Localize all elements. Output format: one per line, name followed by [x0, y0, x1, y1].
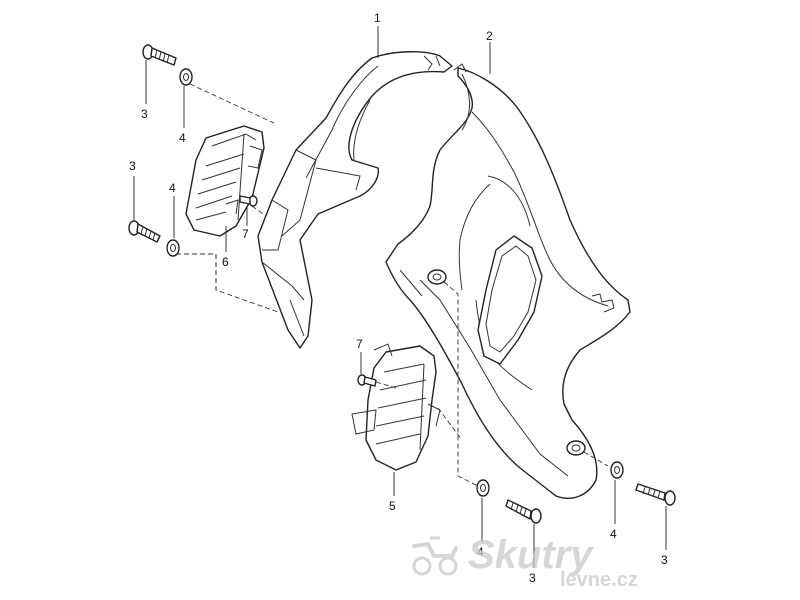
screw-7-lower — [357, 374, 377, 387]
callout-3-mid-left: 3 — [129, 159, 136, 173]
assembly-lines — [176, 83, 609, 487]
part-2-right-cover — [385, 63, 631, 499]
callout-7-lower: 7 — [356, 337, 363, 351]
screw-3-mid-left — [128, 220, 161, 243]
callout-5: 5 — [389, 499, 396, 513]
leader-lines — [133, 26, 667, 568]
callout-1: 1 — [374, 11, 381, 25]
callout-4-lower-right: 4 — [610, 527, 617, 541]
callout-4-upper-left: 4 — [179, 131, 186, 145]
screw-7-upper — [239, 195, 258, 207]
callout-labels: 1 2 3 4 3 4 7 6 7 5 4 3 4 3 — [129, 11, 668, 585]
watermark-domain: levne.cz — [560, 569, 638, 591]
callout-6: 6 — [222, 255, 229, 269]
washer-4-upper-left — [179, 68, 193, 86]
part-1-left-cover — [257, 51, 453, 349]
callout-3-lower-right: 3 — [661, 553, 668, 567]
watermark-logo: Skutry levne.cz — [412, 533, 638, 591]
watermark-brand: Skutry — [468, 533, 594, 577]
callout-2: 2 — [486, 29, 493, 43]
screw-3-lower-right — [635, 483, 676, 506]
screw-3-upper-left — [142, 44, 177, 66]
callout-4-lower-middle: 4 — [477, 545, 484, 559]
part-5-lower-vent-grille — [351, 343, 441, 471]
washer-4-lower-right — [610, 461, 624, 479]
washer-4-mid-left — [166, 239, 180, 257]
callout-3-upper-left: 3 — [141, 107, 148, 121]
screw-3-lower-middle — [505, 499, 542, 524]
callout-7-upper: 7 — [242, 227, 249, 241]
callout-4-mid-left: 4 — [169, 181, 176, 195]
washer-4-lower-middle — [476, 479, 490, 497]
scooter-icon — [412, 536, 458, 576]
callout-3-lower-middle: 3 — [529, 571, 536, 585]
part-6-upper-vent-grille — [185, 125, 265, 237]
